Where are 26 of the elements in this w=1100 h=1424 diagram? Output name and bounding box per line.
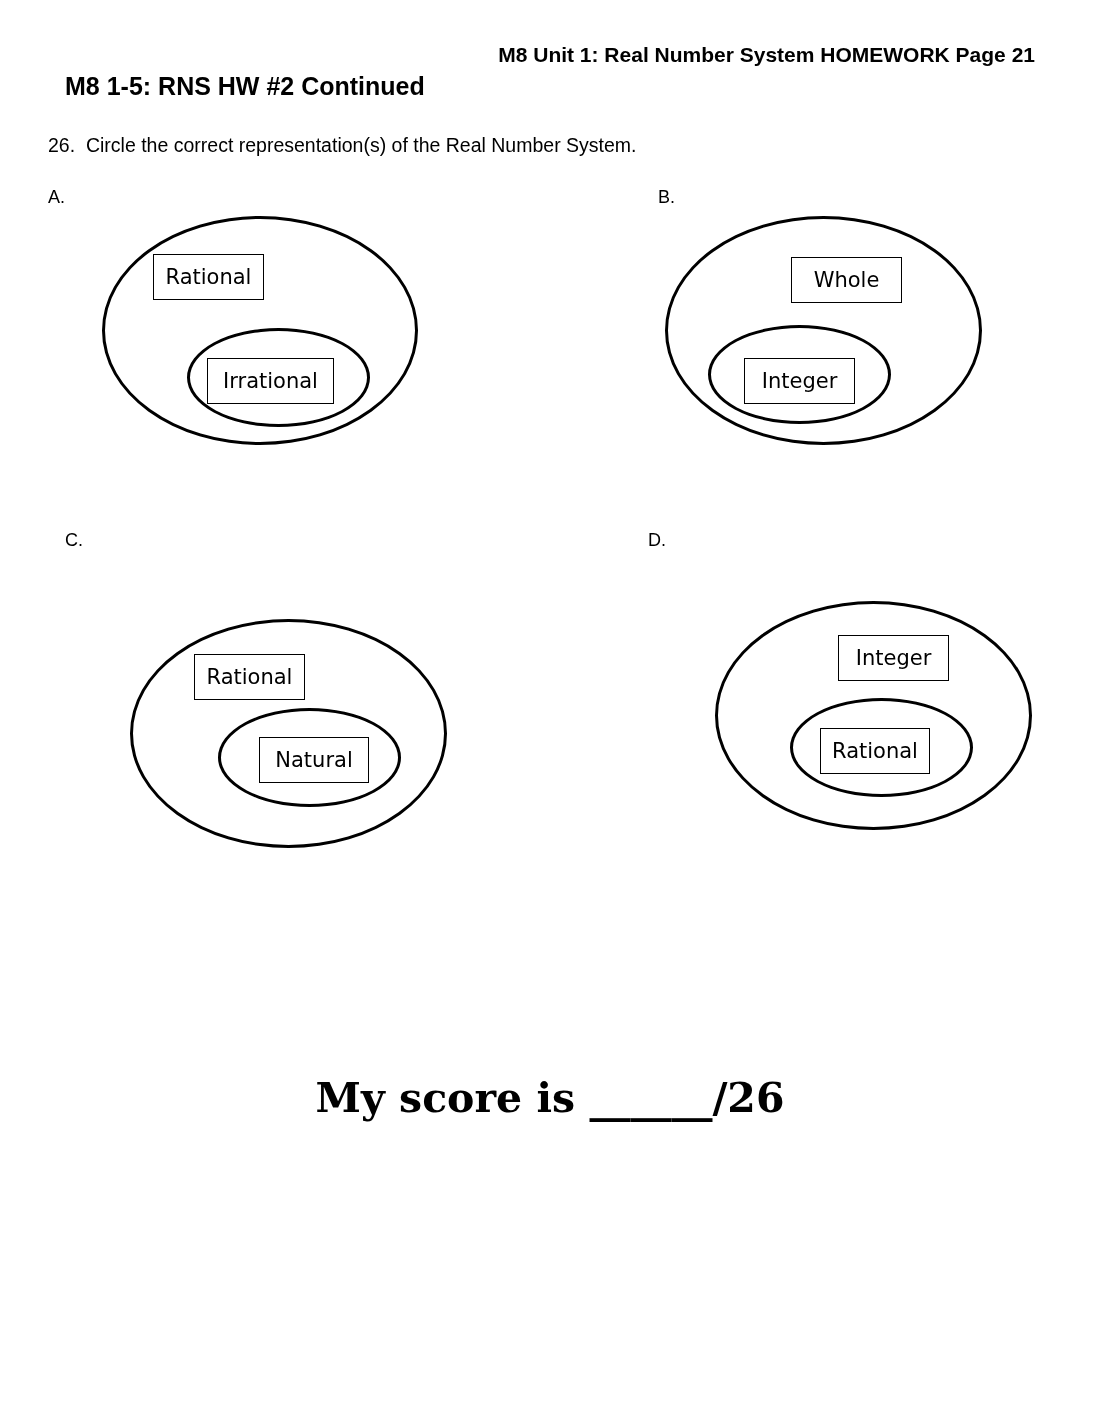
set-label: Rational — [820, 728, 930, 774]
set-label: Integer — [744, 358, 855, 404]
option-letter: D. — [648, 530, 666, 551]
set-ellipse — [102, 216, 418, 445]
set-ellipse — [130, 619, 447, 848]
set-label: Whole — [791, 257, 902, 303]
set-ellipse — [665, 216, 982, 445]
set-label: Natural — [259, 737, 369, 783]
set-ellipse — [715, 601, 1032, 830]
fill-in-line: ______ — [589, 1074, 713, 1122]
worksheet-title: M8 1-5: RNS HW #2 Continued — [65, 72, 425, 101]
page-header: M8 Unit 1: Real Number System HOMEWORK Page 21 — [498, 43, 1035, 67]
set-ellipse — [218, 708, 401, 807]
set-label: Rational — [153, 254, 264, 300]
set-ellipse — [187, 328, 370, 427]
option-letter: B. — [658, 187, 675, 208]
set-label: Integer — [838, 635, 949, 681]
set-label: Rational — [194, 654, 305, 700]
option-letter: C. — [65, 530, 83, 551]
set-ellipse — [708, 325, 891, 424]
option-letter: A. — [48, 187, 65, 208]
set-ellipse — [790, 698, 973, 797]
set-label: Irrational — [207, 358, 334, 404]
question-text: 26. Circle the correct representation(s) of the Real Number System. — [48, 134, 637, 157]
prompt-text: /26 — [712, 1074, 785, 1122]
prompt-text: My score is — [315, 1074, 577, 1122]
